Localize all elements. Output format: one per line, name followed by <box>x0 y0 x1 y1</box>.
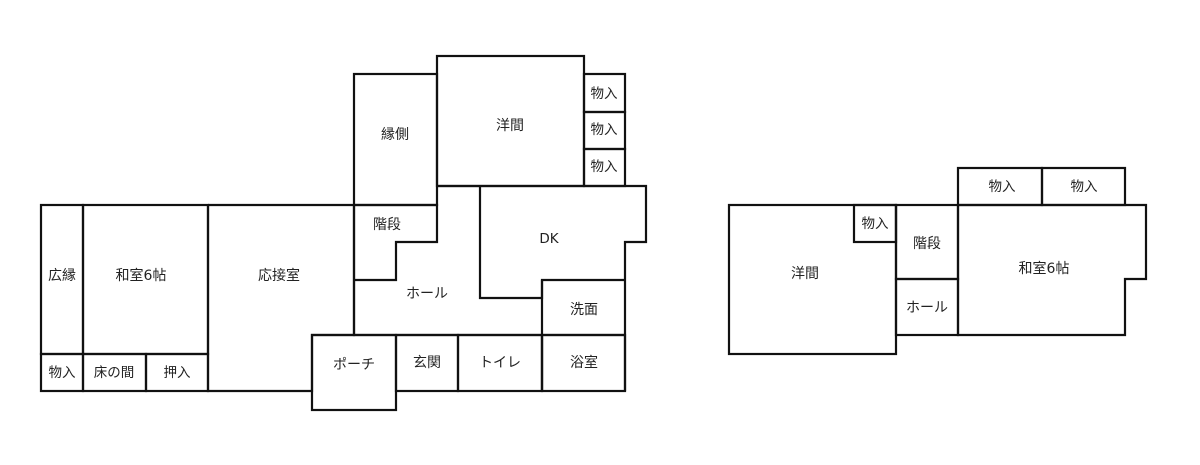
room-kaidan <box>354 203 439 282</box>
label-storage-small-2f: 物入 <box>862 216 890 232</box>
label-youma-2f: 洋間 <box>791 266 819 282</box>
label-senmen: 洗面 <box>570 302 598 318</box>
label-storage-top-1-2f: 物入 <box>989 179 1017 195</box>
label-bath: 浴室 <box>570 354 598 371</box>
label-hall-2f: ホール <box>906 300 948 316</box>
label-dk: DK <box>539 231 559 247</box>
label-genkan: 玄関 <box>413 354 441 371</box>
label-youma: 洋間 <box>496 118 524 134</box>
first-floor-plan: 広縁 和室6帖 物入 床の間 押入 応接室 縁側 洋間 物入 物入 物入 階段 … <box>39 54 648 412</box>
label-kaidan-2f: 階段 <box>913 236 941 252</box>
label-engawa: 縁側 <box>381 127 409 143</box>
second-floor-plan: 洋間 物入 階段 ホール 和室6帖 物入 物入 <box>727 166 1148 356</box>
room-storage-top-2-2f <box>1040 166 1127 207</box>
label-storage-2: 物入 <box>591 122 619 138</box>
label-storage-3: 物入 <box>591 159 619 175</box>
label-ousetsu: 応接室 <box>258 267 300 284</box>
label-washitsu-2f: 和室6帖 <box>1019 260 1070 277</box>
label-storage-top-2-2f: 物入 <box>1071 179 1099 195</box>
label-toilet: トイレ <box>479 355 521 371</box>
label-washitsu: 和室6帖 <box>116 267 167 284</box>
label-hiroen: 広縁 <box>48 268 76 284</box>
label-oshiire: 押入 <box>164 365 191 381</box>
label-storage-1: 物入 <box>591 86 619 102</box>
outer-wall-east <box>437 184 648 391</box>
label-storage-left: 物入 <box>49 365 76 381</box>
label-hall: ホール <box>406 286 448 302</box>
label-kaidan: 階段 <box>373 217 401 233</box>
room-washitsu-2f <box>956 203 1148 337</box>
label-tokonoma: 床の間 <box>94 365 135 381</box>
room-bath <box>540 333 627 393</box>
label-porch: ポーチ <box>333 357 375 373</box>
